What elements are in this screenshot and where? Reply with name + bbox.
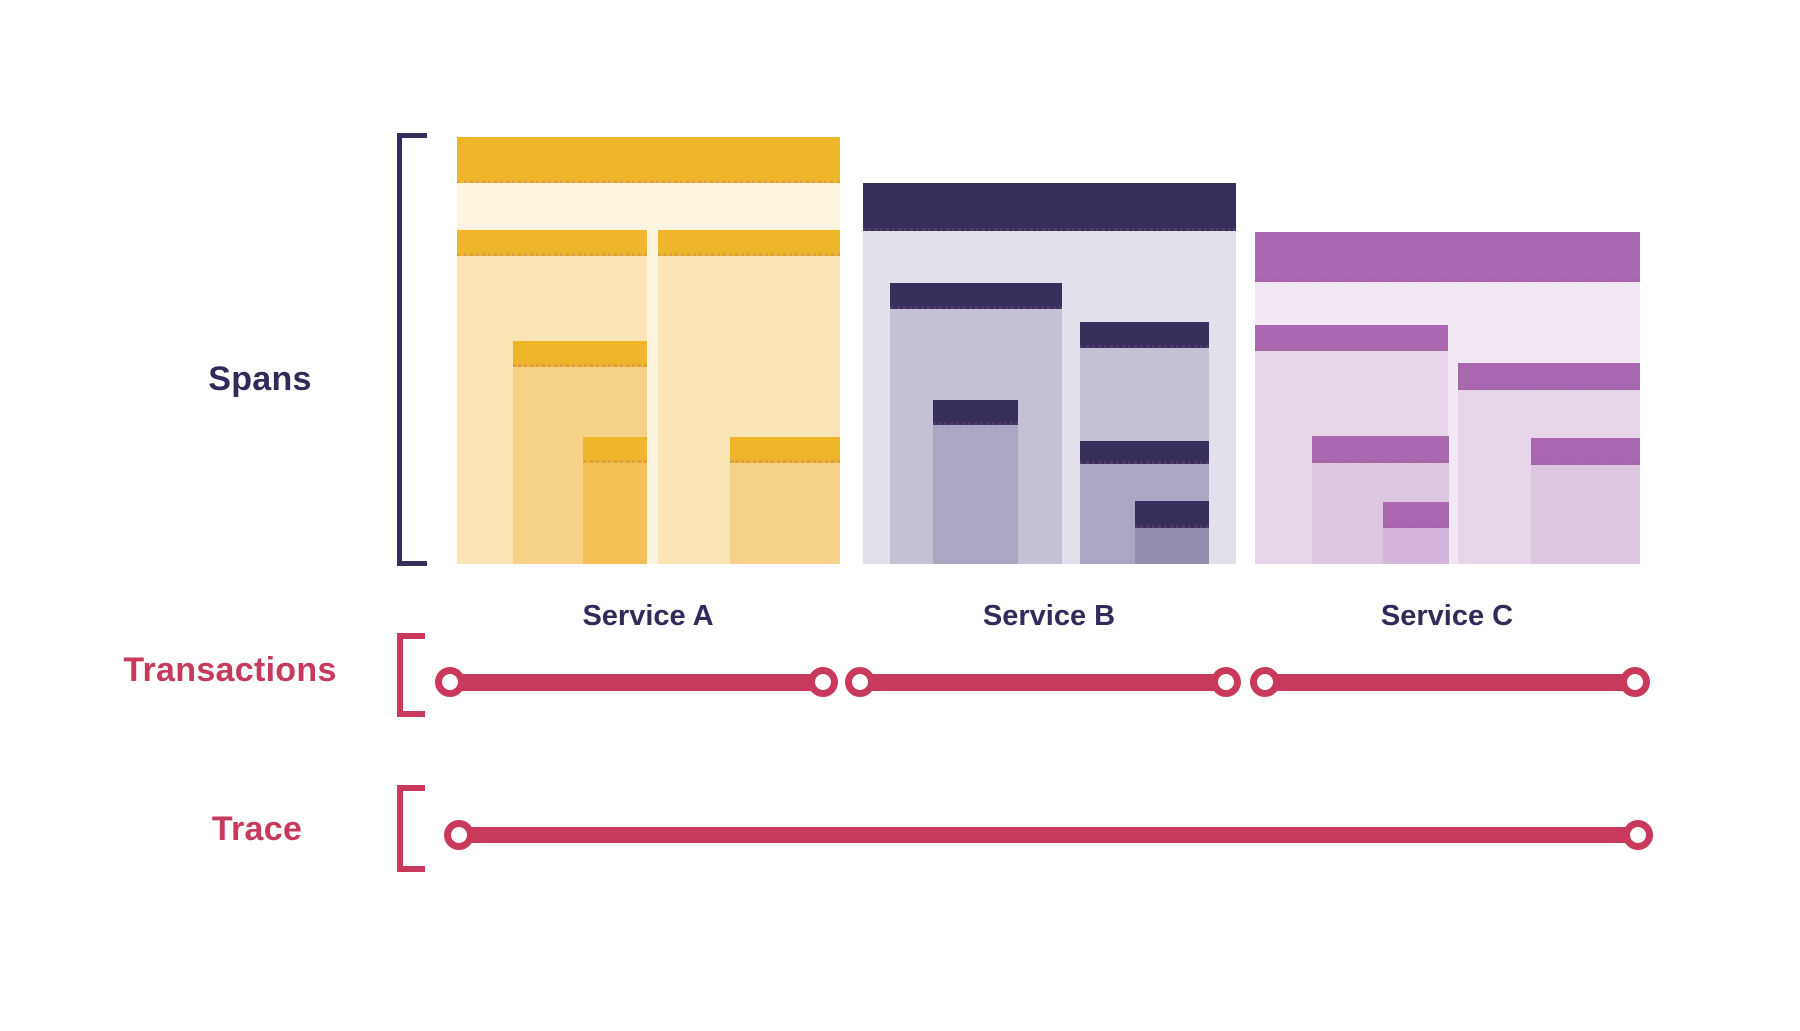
service-c-subspan-right-body xyxy=(1531,465,1640,564)
service-a-span-left-header xyxy=(457,230,647,256)
service-a-label: Service A xyxy=(582,600,714,632)
service-a-subspan-right-header xyxy=(730,437,840,463)
service-b-subspan-right-header xyxy=(1080,441,1209,464)
trace-line-end-endpoint xyxy=(1623,820,1653,850)
transactions-line-end-endpoint xyxy=(1211,667,1241,697)
transactions-line-start-endpoint xyxy=(1250,667,1280,697)
trace-bracket xyxy=(397,785,425,872)
service-c-subspan-deep-body xyxy=(1383,528,1449,564)
service-a-subspan-right-body xyxy=(730,463,840,564)
service-c-subspan-right-header xyxy=(1531,438,1640,465)
service-b-label: Service B xyxy=(982,600,1116,632)
transactions-line-start-endpoint xyxy=(845,667,875,697)
trace-label: Trace xyxy=(211,810,303,848)
transactions-label: Transactions xyxy=(123,651,337,689)
service-c-subspan-left-header xyxy=(1312,436,1449,463)
service-c-span-right-header xyxy=(1458,363,1640,390)
transactions-line-end-endpoint xyxy=(808,667,838,697)
service-b-span-right-header xyxy=(1080,322,1209,348)
transactions-line-end-endpoint xyxy=(1620,667,1650,697)
service-a-subspan-left-header xyxy=(513,341,647,367)
service-c-span-left-header xyxy=(1255,325,1448,351)
service-b-subspan-deep-header xyxy=(1135,501,1209,528)
spans-label: Spans xyxy=(208,360,312,398)
transactions-line-segment xyxy=(860,673,1226,691)
service-c-label: Service C xyxy=(1380,600,1514,632)
service-b-span-left-header xyxy=(890,283,1062,309)
service-a-subspan-deep-header xyxy=(583,437,647,463)
transactions-line-segment xyxy=(450,673,823,691)
service-b-root-span-header xyxy=(863,183,1236,231)
spans-bracket xyxy=(397,133,427,566)
trace-line-start-endpoint xyxy=(444,820,474,850)
trace-line-segment xyxy=(459,827,1638,843)
service-a-span-right-header xyxy=(658,230,840,256)
service-b-subspan-deep-body xyxy=(1135,528,1209,564)
service-b-subspan-left-header xyxy=(933,400,1018,425)
service-a-subspan-deep-body xyxy=(583,463,647,564)
transactions-bracket xyxy=(397,633,425,717)
service-a-root-span-header xyxy=(457,137,840,183)
service-c-subspan-deep-header xyxy=(1383,502,1449,528)
service-b-subspan-left-body xyxy=(933,425,1018,564)
transactions-line-segment xyxy=(1265,673,1635,691)
transactions-line-start-endpoint xyxy=(435,667,465,697)
service-c-root-span-header xyxy=(1255,232,1640,282)
